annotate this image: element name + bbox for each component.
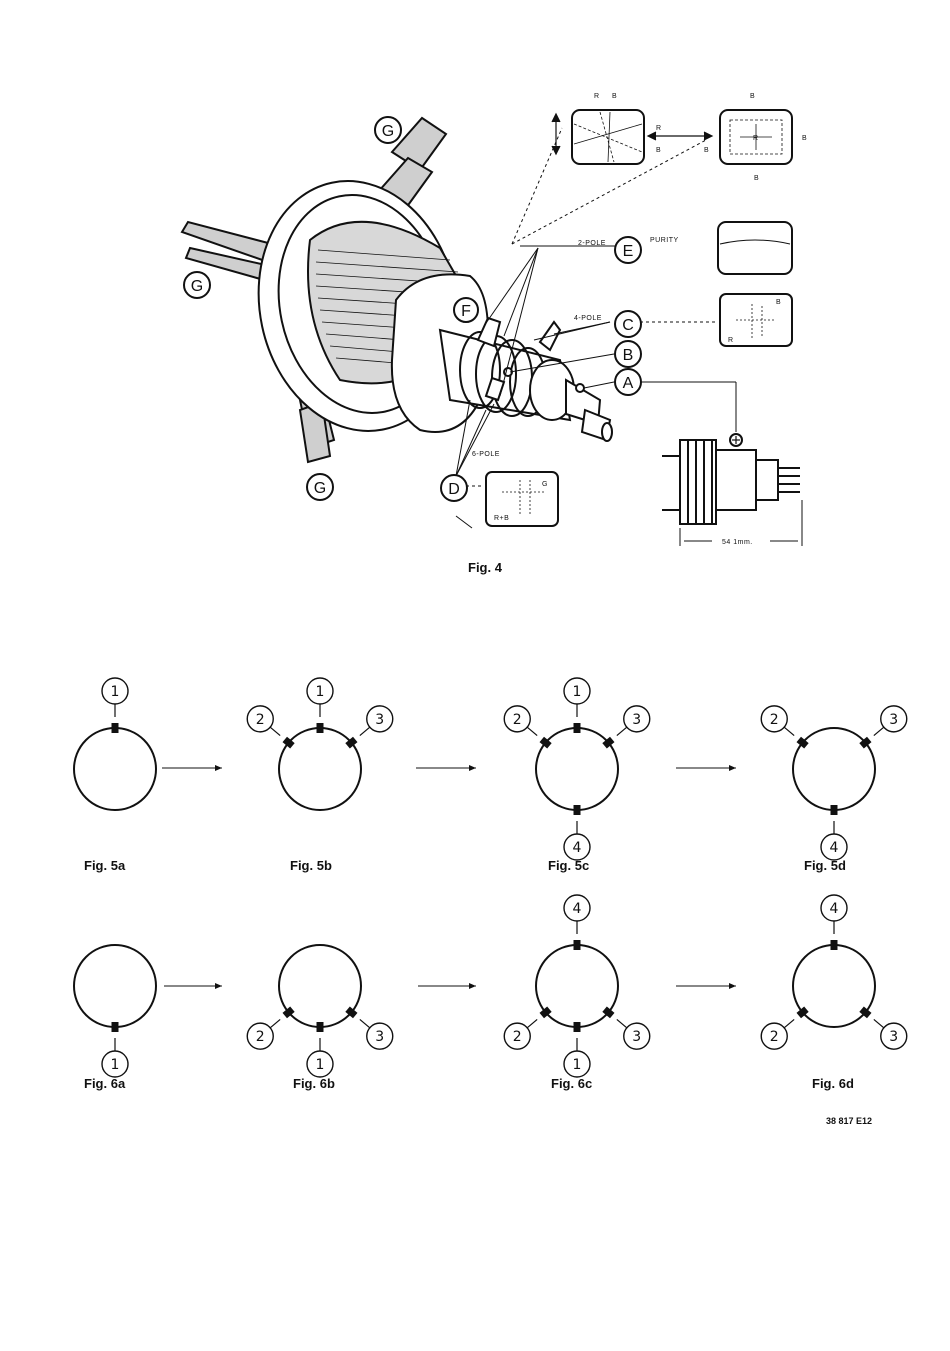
fig6b-m2-magnet — [285, 1009, 293, 1015]
fig6b-m3-marker-label: 3 — [375, 1029, 384, 1045]
label-6-pole: 6-POLE — [472, 451, 500, 458]
fig5c-m2-marker-label: 2 — [513, 712, 522, 728]
fig5d-ring — [793, 728, 875, 810]
fig5b-caption: Fig. 5b — [290, 858, 332, 873]
callout-d: D — [448, 481, 460, 498]
screen4-b: B — [776, 299, 781, 306]
callout-g-left: G — [191, 278, 203, 295]
screen2-b-top: B — [750, 93, 755, 100]
fig6c-m4-marker-label: 4 — [573, 901, 582, 917]
fig5b-m3-magnet — [348, 739, 356, 745]
callout-g-bottom: G — [314, 480, 326, 497]
fig6c-m3-marker-label: 3 — [632, 1029, 641, 1045]
fig5c-m2-magnet — [542, 739, 550, 745]
fig5b-ring — [279, 728, 361, 810]
fig6c-m2-marker-label: 2 — [513, 1029, 522, 1045]
fig6b-m1-marker-label: 1 — [316, 1057, 325, 1073]
screen2-b-right: B — [802, 135, 807, 142]
fig5b-m1-marker-label: 1 — [316, 684, 325, 700]
callout-b: B — [623, 347, 634, 364]
callout-e: E — [623, 243, 634, 260]
fig5a-ring — [74, 728, 156, 810]
fig6c-m2-magnet — [542, 1009, 550, 1015]
fig6b-m3-magnet — [348, 1009, 356, 1015]
screen2-b-left: B — [704, 147, 709, 154]
fig5a-m1-marker-label: 1 — [111, 684, 120, 700]
screen1-b-top: B — [612, 93, 617, 100]
label-purity: PURITY — [650, 237, 679, 244]
callout-c: C — [622, 317, 634, 334]
fig6d-caption: Fig. 6d — [812, 1076, 854, 1091]
screen1-r-right: R — [656, 125, 662, 132]
fig6a-m1-marker-label: 1 — [111, 1057, 120, 1073]
ring-diagrams: 1 1 2 3 1 2 3 4 2 3 4 1 1 2 3 1 2 3 4 2 3 4 — [74, 678, 907, 1077]
fig5d-m3-magnet — [862, 739, 870, 745]
screen2-b-bottom: B — [754, 175, 759, 182]
fig5b-m2-marker-label: 2 — [256, 712, 265, 728]
fig6d-m3-marker-label: 3 — [889, 1029, 898, 1045]
callout-g-top: G — [382, 123, 394, 140]
label-dimension: 54 1mm. — [722, 539, 753, 546]
fig6c-ring — [536, 945, 618, 1027]
fig5c-caption: Fig. 5c — [548, 858, 589, 873]
fig6a-caption: Fig. 6a — [84, 1076, 126, 1091]
fig6b-m2-marker-label: 2 — [256, 1029, 265, 1045]
fig6b-caption: Fig. 6b — [293, 1076, 335, 1091]
fig6d-m2-marker-label: 2 — [770, 1029, 779, 1045]
fig6d-m3-magnet — [862, 1009, 870, 1015]
fig6d-m2-magnet — [799, 1009, 807, 1015]
callout-a: A — [623, 375, 634, 392]
fig6c-m1-marker-label: 1 — [573, 1057, 582, 1073]
callout-f: F — [461, 303, 471, 320]
fig6d-m4-marker-label: 4 — [830, 901, 839, 917]
screen-static-lines — [574, 112, 642, 162]
fig5c-m3-marker-label: 3 — [632, 712, 641, 728]
label-2-pole: 2-POLE — [578, 240, 606, 247]
fig5d-m2-marker-label: 2 — [770, 712, 779, 728]
fig4-caption: Fig. 4 — [468, 560, 503, 575]
fig5c-ring — [536, 728, 618, 810]
fig5c-m4-marker-label: 4 — [573, 840, 582, 856]
label-4-pole: 4-POLE — [574, 315, 602, 322]
screen1-b-right: B — [656, 147, 661, 154]
fig6b-ring — [279, 945, 361, 1027]
fig5b-m3-marker-label: 3 — [375, 712, 384, 728]
fig6d-ring — [793, 945, 875, 1027]
fig5c-m3-magnet — [605, 739, 613, 745]
fig5d-m2-magnet — [799, 739, 807, 745]
screen6-g: G — [542, 481, 548, 488]
reference-number: 38 817 E12 — [826, 1116, 872, 1126]
fig4-illustration — [182, 110, 802, 546]
screen2-r-center: R — [753, 135, 759, 142]
fig6c-m3-magnet — [605, 1009, 613, 1015]
fig6c-caption: Fig. 6c — [551, 1076, 592, 1091]
fig5d-caption: Fig. 5d — [804, 858, 846, 873]
fig5c-m1-marker-label: 1 — [573, 684, 582, 700]
screen1-r-top: R — [594, 93, 600, 100]
fig5a-caption: Fig. 5a — [84, 858, 126, 873]
fig6a-ring — [74, 945, 156, 1027]
screen-purity — [718, 222, 792, 274]
connector-inset — [662, 434, 802, 546]
fig5d-m4-marker-label: 4 — [830, 840, 839, 856]
screen6-rb: R+B — [494, 515, 509, 522]
fig5d-m3-marker-label: 3 — [889, 712, 898, 728]
screen4-r: R — [728, 337, 734, 344]
fig5b-m2-magnet — [285, 739, 293, 745]
